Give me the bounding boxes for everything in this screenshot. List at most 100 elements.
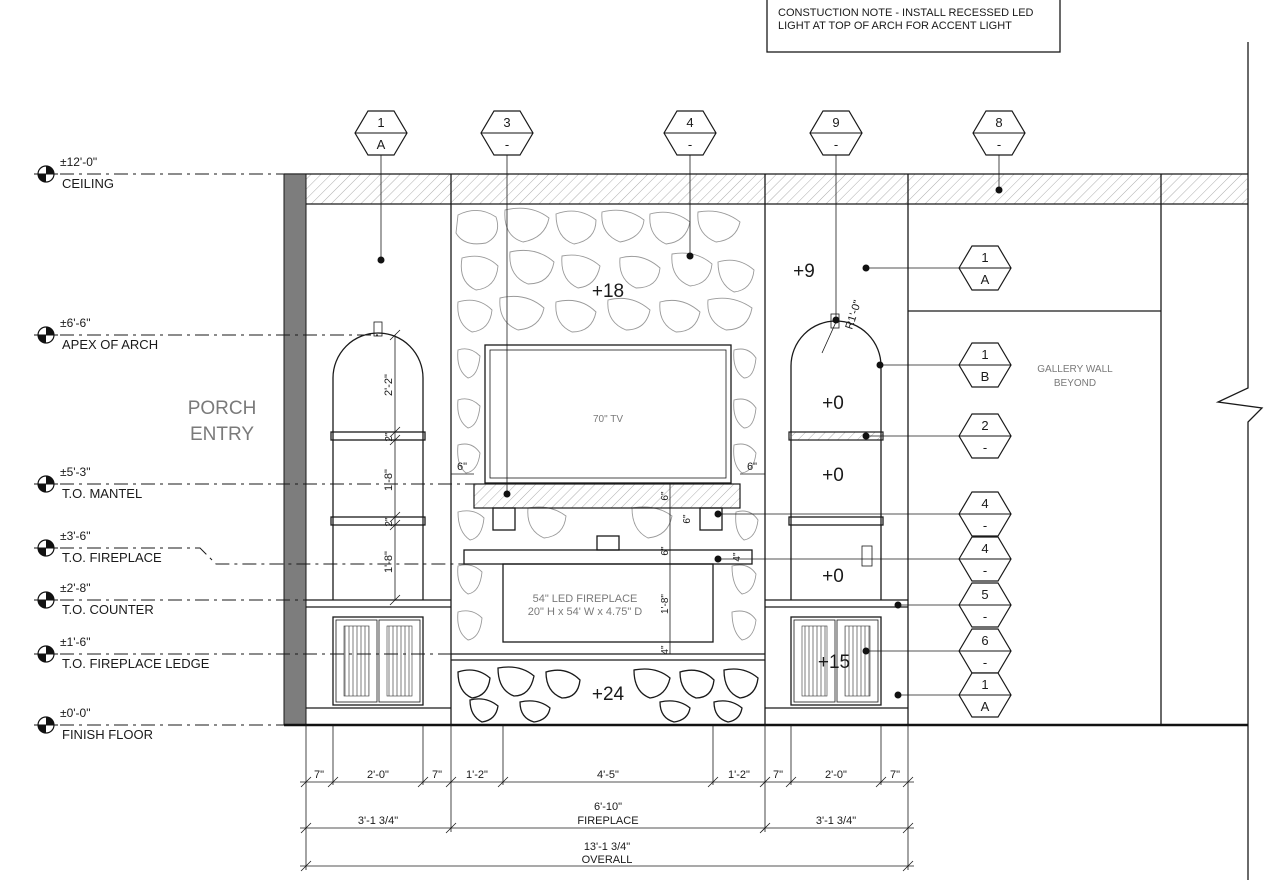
dim-segment: 1'-2" <box>466 769 488 781</box>
dim-segment: 2'-0" <box>367 769 389 781</box>
dim-right-section: 3'-1 3/4" <box>816 815 856 827</box>
level-name: FINISH FLOOR <box>62 727 153 742</box>
tag-number: 9 <box>832 115 839 130</box>
top-tag: 8- <box>972 110 1026 156</box>
vdim-mantel-thk: 6" <box>660 491 671 501</box>
tag-number: 1 <box>981 347 988 362</box>
top-tag: 4- <box>663 110 717 156</box>
callout-shelf-mid: +0 <box>822 465 844 486</box>
right-cabinet <box>790 616 882 706</box>
top-tag: 1A <box>354 110 408 156</box>
break-line <box>1215 42 1264 880</box>
level-name: CEILING <box>62 176 114 191</box>
mantel <box>473 483 741 531</box>
dim-left-section: 3'-1 3/4" <box>358 815 398 827</box>
tag-letter: - <box>688 137 692 152</box>
level-marker: ±0'-0" FINISH FLOOR <box>34 706 153 742</box>
top-tag: 3- <box>480 110 534 156</box>
level-marker: ±2'-8"T.O. COUNTER <box>34 581 154 617</box>
horizontal-dimensions: 7"2'-0"7"1'-2"4'-5"1'-2"7"2'-0"7" 3'-1 3… <box>300 725 914 872</box>
tag-letter: A <box>377 137 386 152</box>
vdim-space2: 1'-8" <box>383 551 395 573</box>
top-tag: 9- <box>809 110 863 156</box>
tag-letter: - <box>983 609 987 624</box>
callout-stone-lower: +24 <box>592 684 625 705</box>
vdim-shelf1: 2" <box>384 432 395 442</box>
tag-letter: B <box>981 369 990 384</box>
vdim-space1: 1'-8" <box>383 469 395 491</box>
level-value: ±0'-0" <box>60 706 90 720</box>
level-marker: ±6'-6"APEX OF ARCH <box>34 316 158 352</box>
tag-letter: A <box>981 272 990 287</box>
dim-segment: 2'-0" <box>825 769 847 781</box>
tag-letter: - <box>983 518 987 533</box>
note-line-1: CONSTUCTION NOTE - INSTALL RECESSED LED <box>778 7 1034 19</box>
tv: 70" TV <box>484 344 732 484</box>
dim-segment: 7" <box>432 769 442 781</box>
tag-number: 1 <box>377 115 384 130</box>
radius-label: R1'-0" <box>843 299 864 331</box>
callout-shelf-top: +0 <box>822 393 844 414</box>
gallery-label-1: GALLERY WALL <box>1037 364 1113 375</box>
radius-leader <box>821 321 837 354</box>
tag-leaders <box>380 155 1000 696</box>
callout-upper-right: +9 <box>793 261 815 282</box>
callout-shelf-low: +0 <box>822 566 844 587</box>
dim-fireplace-sub: FIREPLACE <box>577 815 638 827</box>
fireplace-label-1: 54" LED FIREPLACE <box>533 593 638 605</box>
tag-letter: - <box>983 655 987 670</box>
dim-segment: 7" <box>773 769 783 781</box>
vdim-shelf2: 2" <box>384 517 395 527</box>
tag-number: 2 <box>981 418 988 433</box>
right-arch-niche <box>765 313 908 709</box>
callout-stone-upper: +18 <box>592 281 624 302</box>
tag-number: 4 <box>981 496 988 511</box>
porch-label-2: ENTRY <box>190 424 254 445</box>
construction-note: CONSTUCTION NOTE - INSTALL RECESSED LED … <box>766 0 1061 53</box>
dim-mantel-right: 6" <box>747 461 757 473</box>
level-value: ±1'-6" <box>60 635 90 649</box>
leader-dots <box>377 186 1003 699</box>
note-line-2: LIGHT AT TOP OF ARCH FOR ACCENT LIGHT <box>778 20 1012 32</box>
tag-number: 4 <box>981 541 988 556</box>
level-value: ±2'-8" <box>60 581 90 595</box>
tag-number: 5 <box>981 587 988 602</box>
tag-letter: - <box>983 563 987 578</box>
tag-number: 3 <box>503 115 510 130</box>
level-markers: ±12'-0" CEILING ±6'-6"APEX OF ARCH ±5'-3" T.… <box>34 155 210 742</box>
level-value: ±5'-3" <box>60 465 90 479</box>
vdim-ledge-gap: 4" <box>732 552 743 562</box>
dim-mantel-left: 6" <box>457 461 467 473</box>
tag-number: 8 <box>995 115 1002 130</box>
right-tag: 1A <box>958 245 1012 291</box>
fireplace: 54" LED FIREPLACE 20" H x 54' W x 4.75" … <box>463 535 753 643</box>
level-name: T.O. FIREPLACE LEDGE <box>62 656 210 671</box>
right-tag: 2- <box>958 413 1012 459</box>
right-tag: 5- <box>958 582 1012 628</box>
right-tag: 6- <box>958 628 1012 674</box>
right-tag: 1B <box>958 342 1012 388</box>
level-lines <box>60 173 474 726</box>
level-value: ±3'-6" <box>60 529 90 543</box>
left-wall-section <box>283 173 307 726</box>
tag-letter: A <box>981 699 990 714</box>
tag-number: 1 <box>981 250 988 265</box>
height-callouts: +18 +24 +9 +0 +0 +0 +15 <box>592 261 850 705</box>
level-value: ±12'-0" <box>60 155 97 169</box>
right-tag: 4- <box>958 536 1012 582</box>
tag-letter: - <box>834 137 838 152</box>
tag-letter: - <box>505 137 509 152</box>
wall-outlines <box>450 174 1162 725</box>
stone-surround-upper <box>455 207 759 641</box>
left-cabinet <box>332 616 424 706</box>
callout-cabinet-right: +15 <box>818 652 850 673</box>
level-marker: ±3'-6"T.O. FIREPLACE <box>34 529 162 565</box>
vdim-bracket: 6" <box>682 514 693 524</box>
tv-label: 70" TV <box>593 414 623 425</box>
dim-segment: 1'-2" <box>728 769 750 781</box>
tag-letter: - <box>997 137 1001 152</box>
dim-overall: 13'-1 3/4" <box>584 841 630 853</box>
fireplace-label-2: 20" H x 54' W x 4.75" D <box>528 606 643 618</box>
